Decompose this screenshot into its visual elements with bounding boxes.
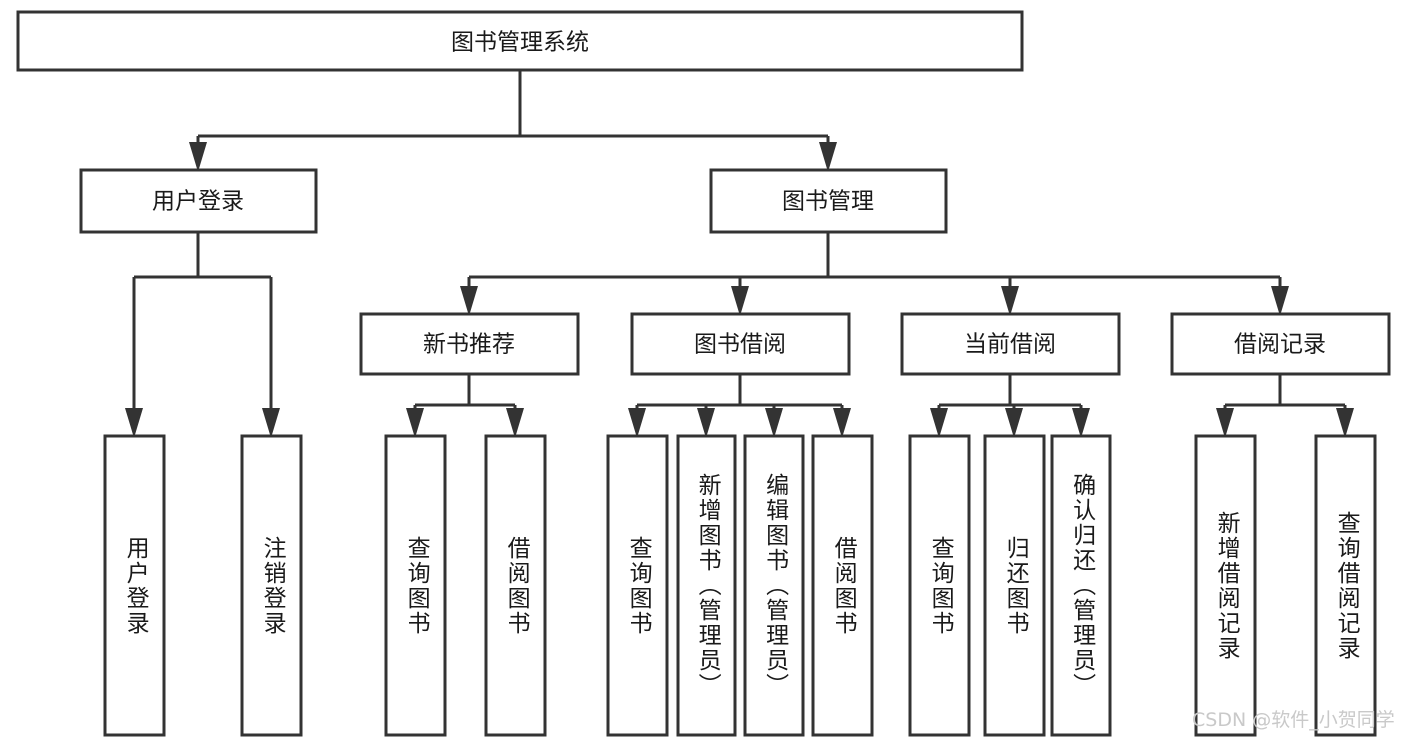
node-box-current-borrow[interactable]	[900, 312, 1121, 376]
node-label-root: 图书管理系统	[451, 30, 589, 56]
node-box-leaf-confirm-return-admin[interactable]	[1050, 434, 1112, 737]
node-label-book-manage: 图书管理	[782, 189, 874, 215]
node-box-leaf-borrow-book[interactable]	[811, 434, 874, 737]
arrow-head-to-current-borrow	[1001, 286, 1019, 316]
arrow-head-to-book-borrow	[731, 286, 749, 316]
node-box-user-login[interactable]	[79, 168, 318, 234]
node-box-new-book-rec[interactable]	[359, 312, 580, 376]
arrow-head-leaf-query-book-borrow	[628, 408, 646, 438]
node-box-leaf-query-borrow-record[interactable]	[1314, 434, 1377, 737]
node-label-new-book-rec: 新书推荐	[423, 332, 515, 358]
node-box-leaf-logout[interactable]	[240, 434, 303, 737]
arrow-head-to-book-manage	[819, 142, 837, 172]
arrow-head-leaf-query-book-rec	[406, 408, 424, 438]
node-box-leaf-return-book[interactable]	[983, 434, 1046, 737]
node-box-root[interactable]	[16, 10, 1024, 72]
node-box-leaf-query-book-current[interactable]	[908, 434, 971, 737]
node-box-leaf-add-book-admin[interactable]	[676, 434, 737, 737]
node-layer: 图书管理系统 用户登录 图书管理 新书推荐 图书借阅 当前借阅 借阅记录	[16, 10, 1391, 737]
connector-layer	[125, 70, 1354, 438]
node-box-leaf-borrow-book-rec[interactable]	[484, 434, 547, 737]
arrow-head-leaf-logout	[262, 408, 280, 438]
node-box-leaf-add-borrow-record[interactable]	[1194, 434, 1257, 737]
node-label-borrow-record: 借阅记录	[1234, 332, 1326, 358]
node-box-leaf-edit-book-admin[interactable]	[743, 434, 805, 737]
arrow-head-leaf-borrow-book	[833, 408, 851, 438]
node-box-leaf-query-book-borrow[interactable]	[606, 434, 669, 737]
arrow-head-leaf-query-book-current	[930, 408, 948, 438]
arrow-head-to-new-book-rec	[460, 286, 478, 316]
arrow-head-leaf-return-book	[1005, 408, 1023, 438]
arrow-head-leaf-add-book-admin	[697, 408, 715, 438]
arrow-head-leaf-edit-book-admin	[765, 408, 783, 438]
arrow-head-leaf-add-borrow-record	[1216, 408, 1234, 438]
arrow-head-leaf-query-borrow-record	[1336, 408, 1354, 438]
node-label-current-borrow: 当前借阅	[964, 332, 1056, 358]
csdn-watermark: CSDN @软件_小贺同学	[1192, 709, 1395, 731]
node-label-user-login: 用户登录	[152, 189, 244, 215]
arrow-head-to-user-login	[189, 142, 207, 172]
arrow-head-leaf-confirm-return-admin	[1072, 408, 1090, 438]
node-label-book-borrow: 图书借阅	[694, 332, 786, 358]
node-box-borrow-record[interactable]	[1170, 312, 1391, 376]
node-box-book-manage[interactable]	[709, 168, 948, 234]
arrow-head-to-borrow-record	[1271, 286, 1289, 316]
arrow-head-leaf-borrow-book-rec	[506, 408, 524, 438]
node-box-leaf-query-book-rec[interactable]	[384, 434, 447, 737]
arrow-head-leaf-user-login	[125, 408, 143, 438]
node-box-book-borrow[interactable]	[630, 312, 851, 376]
node-box-leaf-user-login[interactable]	[103, 434, 166, 737]
